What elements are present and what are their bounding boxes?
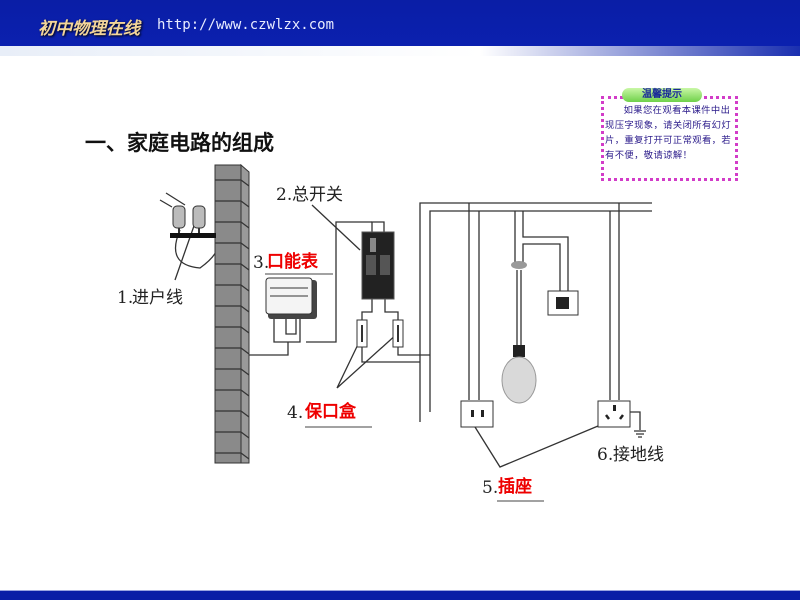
two-pin-socket [460,400,494,428]
insulators [170,205,216,238]
notice-tab: 温馨提示 [622,88,702,102]
label-meter-answer: 口能表 [267,251,319,272]
label-main-switch: 总开关 [292,185,343,205]
site-url[interactable]: http://www.czwlzx.com [157,17,335,33]
brick-line [215,431,250,439]
label-fuse-box-answer: 保口盒 [304,401,357,422]
brick-line [215,179,250,187]
brick-line [215,389,250,397]
header-banner [0,0,800,52]
main-switch [361,231,395,300]
wires [159,192,652,468]
footer-bar [0,590,800,600]
label-ground-wire: 接地线 [613,445,664,465]
site-logo: 初中物理在线 [38,19,140,39]
label-socket-answer: 插座 [498,476,532,497]
brick-line [215,347,250,355]
three-pin-socket [597,400,631,428]
label-2-num: 2. [276,185,292,205]
brick-line [215,368,250,376]
label-6-num: 6. [597,445,613,465]
label-3-num: 3. [253,253,269,273]
fuses [356,319,404,348]
slide-title: 一、家庭电路的组成 [85,131,274,155]
electric-meter [265,277,317,319]
notice-text: 如果您在观看本课件中出现压字现象，请关闭所有幻灯片，重复打开可正常观看，若有不便… [605,105,732,161]
brick-line [215,326,250,334]
brick-wall [214,163,250,464]
brick-line [215,263,250,271]
light-switch [547,290,579,316]
brick-line [215,284,250,292]
label-service-line: 进户线 [132,288,183,308]
label-5-num: 5. [482,478,498,498]
light-bulb [501,261,537,404]
label-1-num: 1. [117,288,133,308]
brick-line [215,221,250,229]
brick-line [215,200,250,208]
brick-line [215,242,250,250]
brick-line [215,410,250,418]
brick-line [215,452,250,460]
header-curve [0,46,800,56]
label-4-num: 4. [287,403,303,423]
brick-line [215,305,250,313]
